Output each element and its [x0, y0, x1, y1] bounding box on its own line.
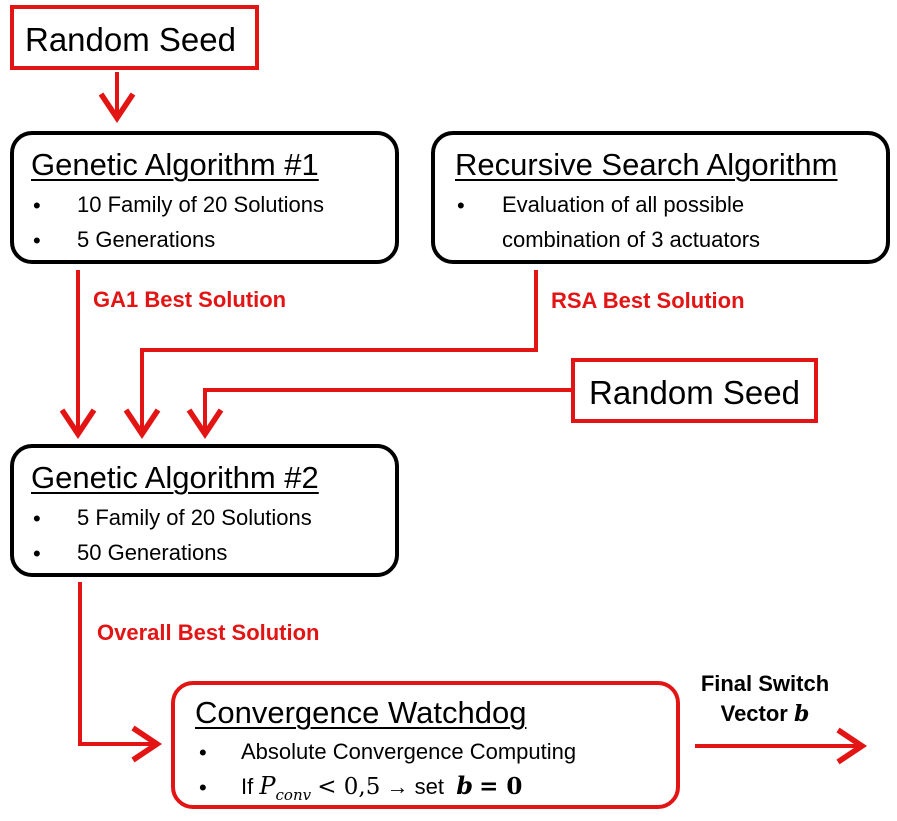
ga1-title: Genetic Algorithm #1	[31, 147, 319, 182]
overall-best-label: Overall Best Solution	[97, 620, 320, 645]
arrow-seed2-to-ga2	[186, 388, 572, 440]
ga2-bullet-2: 50 Generations	[77, 540, 228, 565]
watchdog-title: Convergence Watchdog	[195, 695, 527, 730]
ga1-best-label: GA1 Best Solution	[93, 287, 287, 312]
rsa-bullet-2: combination of 3 actuators	[502, 227, 761, 252]
bullet-dot: •	[33, 541, 41, 566]
ga2-title: Genetic Algorithm #2	[31, 460, 319, 495]
equals-zero-text: = 0	[479, 773, 523, 800]
final-switch-label: Final Switch Vector b	[690, 671, 840, 727]
rsa-box: Recursive Search Algorithm • Evaluation …	[431, 131, 890, 264]
set-text: set	[414, 774, 444, 799]
rsa-bullet-1: Evaluation of all possible	[502, 192, 745, 217]
p-conv-symbol: Pconv	[259, 772, 312, 804]
random-seed-top-box: Random Seed	[10, 5, 259, 70]
implies-arrow-icon: →	[386, 774, 409, 799]
b-vector-symbol: b	[456, 771, 474, 800]
rsa-title: Recursive Search Algorithm	[455, 147, 838, 182]
bullet-dot: •	[33, 506, 41, 531]
arrow-rsa-to-ga2	[123, 270, 538, 440]
ga2-box: Genetic Algorithm #2 • 5 Family of 20 So…	[10, 444, 399, 577]
random-seed-top-label: Random Seed	[25, 21, 236, 58]
ga1-bullet-2: 5 Generations	[77, 227, 216, 252]
bullet-dot: •	[457, 193, 465, 218]
watchdog-bullet-1: Absolute Convergence Computing	[241, 739, 577, 764]
random-seed-mid-box: Random Seed	[571, 358, 818, 423]
bullet-dot: •	[199, 740, 207, 765]
ga1-bullet-1: 10 Family of 20 Solutions	[77, 192, 325, 217]
watchdog-bullet-2: If Pconv < 0,5 → set b = 0	[241, 771, 522, 804]
ga1-box: Genetic Algorithm #1 • 10 Family of 20 S…	[10, 131, 399, 264]
bullet-dot: •	[33, 193, 41, 218]
random-seed-mid-label: Random Seed	[589, 374, 800, 411]
watchdog-box: Convergence Watchdog • Absolute Converge…	[171, 681, 680, 809]
rsa-best-label: RSA Best Solution	[551, 288, 745, 313]
final-b-symbol: b	[793, 701, 810, 727]
final-switch-line1: Final Switch	[700, 671, 830, 696]
ga2-bullet-1: 5 Family of 20 Solutions	[77, 505, 312, 530]
bullet-dot: •	[199, 775, 207, 800]
bullet-dot: •	[33, 228, 41, 253]
arrow-ga2-to-watchdog	[78, 582, 163, 763]
if-text: If	[241, 774, 254, 799]
final-switch-line2: Vector b	[720, 701, 810, 727]
threshold-text: < 0,5	[317, 774, 381, 800]
